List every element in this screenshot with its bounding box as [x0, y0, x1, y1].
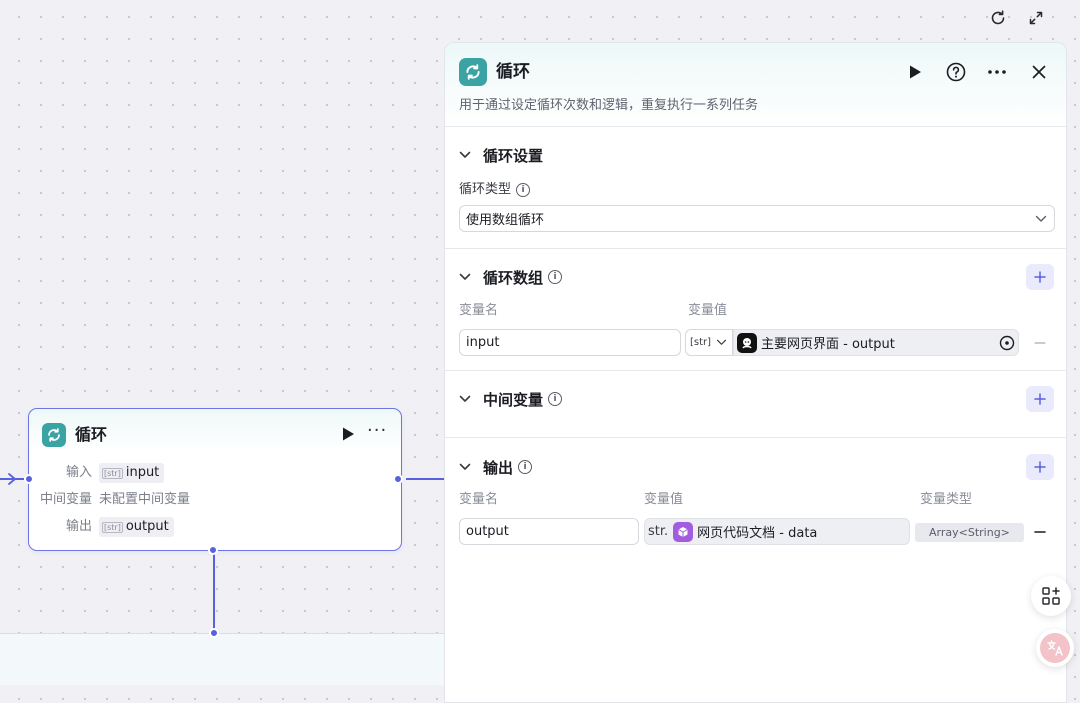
node-output-value: output — [125, 519, 169, 534]
minus-icon[interactable] — [1032, 335, 1048, 351]
loop-node[interactable]: 循环 ··· 输入 [str] input 中间变量 未配置中间变量 输出 [s… — [28, 408, 402, 551]
chevron-down-icon — [1028, 215, 1054, 223]
canvas-container-band — [0, 633, 446, 685]
panel-description: 用于通过设定循环次数和逻辑，重复执行一系列任务 — [459, 98, 759, 113]
node-middle-label: 中间变量 — [39, 492, 92, 507]
refresh-icon[interactable] — [988, 8, 1008, 28]
apps-icon[interactable] — [1031, 576, 1071, 616]
info-icon[interactable]: i — [548, 392, 563, 406]
body-start-port[interactable] — [209, 628, 219, 638]
section-loop-array: 循环数组 i 变量名 变量值 [str] 主要网页界面 - output — [445, 249, 1066, 371]
add-middle-var-button[interactable] — [1026, 386, 1054, 412]
more-icon[interactable]: ··· — [367, 420, 388, 441]
col-label-name: 变量名 — [459, 303, 499, 318]
node-input-chip: [str] input — [99, 463, 165, 483]
output-value-reference[interactable]: str. 网页代码文档 - data — [644, 518, 910, 545]
loop-body-edge — [213, 552, 215, 632]
loop-type-select[interactable]: 使用数组循环 — [459, 205, 1055, 232]
play-icon[interactable] — [904, 61, 926, 83]
section-title: 循环数组 — [483, 268, 544, 287]
node-middle-value: 未配置中间变量 — [99, 492, 191, 507]
add-array-item-button[interactable] — [1026, 264, 1054, 290]
edge-arrow-icon — [8, 473, 16, 485]
loop-icon — [459, 58, 487, 86]
plus-icon — [1034, 461, 1046, 473]
section-outputs: 输出 i 变量名 变量值 变量类型 str. 网页代码文档 - data Arr… — [445, 438, 1066, 702]
section-loop-settings: 循环设置 循环类型 i 使用数组循环 — [445, 127, 1066, 249]
chevron-down-icon — [459, 463, 473, 471]
section-outputs-header[interactable]: 输出 i — [459, 456, 533, 478]
node-input-label: 输入 — [65, 465, 92, 480]
chevron-down-icon — [459, 395, 473, 403]
array-name-input[interactable] — [459, 329, 681, 356]
outgoing-edge — [406, 478, 446, 480]
loop-type-label-wrap: 循环类型 i — [459, 181, 531, 199]
section-title: 中间变量 — [483, 390, 544, 409]
loop-type-label: 循环类型 — [459, 182, 512, 197]
add-output-button[interactable] — [1026, 454, 1054, 480]
output-value-text: 网页代码文档 - data — [697, 526, 818, 541]
array-value-text: 主要网页界面 - output — [761, 337, 895, 352]
close-icon[interactable] — [1028, 61, 1050, 83]
col-label-name: 变量名 — [459, 492, 499, 507]
type-tag: [str] — [102, 521, 123, 533]
section-title: 输出 — [483, 458, 514, 477]
col-label-type: 变量类型 — [920, 492, 973, 507]
col-label-value: 变量值 — [688, 303, 728, 318]
info-icon[interactable]: i — [518, 460, 533, 474]
node-title: 循环 — [75, 425, 108, 444]
loop-icon — [42, 423, 66, 447]
plus-icon — [1034, 271, 1046, 283]
loop-type-value: 使用数组循环 — [466, 213, 545, 228]
output-name-input[interactable] — [459, 518, 639, 545]
cube-icon — [673, 521, 694, 542]
node-input-value: input — [125, 465, 160, 480]
col-label-value: 变量值 — [644, 492, 684, 507]
panel-header: 循环 用于通过设定循环次数和逻辑，重复执行一系列任务 — [445, 43, 1066, 127]
expand-icon[interactable] — [1026, 8, 1046, 28]
type-tag: [str] — [102, 467, 123, 479]
chevron-down-icon — [459, 273, 473, 281]
node-output-chip: [str] output — [99, 517, 174, 537]
more-icon[interactable] — [986, 61, 1008, 83]
node-config-panel: 循环 用于通过设定循环次数和逻辑，重复执行一系列任务 循环设置 循环类型 i 使… — [444, 42, 1067, 703]
section-middle-vars-header[interactable]: 中间变量 i — [459, 388, 563, 410]
array-value-reference[interactable]: 主要网页界面 - output — [733, 329, 1019, 356]
node-input-port[interactable] — [24, 474, 34, 484]
play-icon[interactable] — [341, 426, 355, 446]
incoming-edge — [0, 478, 24, 480]
section-middle-vars: 中间变量 i — [445, 371, 1066, 438]
node-body-port[interactable] — [208, 545, 218, 555]
type-tag: [str] — [690, 337, 712, 348]
target-icon[interactable] — [996, 335, 1018, 351]
node-output-port[interactable] — [393, 474, 403, 484]
value-type-select[interactable]: [str] — [685, 329, 733, 356]
chevron-down-icon — [716, 339, 727, 346]
section-loop-settings-header[interactable]: 循环设置 — [459, 144, 543, 166]
minus-icon[interactable] — [1032, 524, 1048, 540]
section-title: 循环设置 — [483, 146, 544, 165]
chevron-down-icon — [459, 151, 473, 159]
output-type-badge: Array<String> — [915, 523, 1024, 542]
type-prefix: str. — [648, 524, 669, 539]
info-icon[interactable]: i — [516, 183, 531, 197]
section-loop-array-header[interactable]: 循环数组 i — [459, 266, 563, 288]
plus-icon — [1034, 393, 1046, 405]
info-icon[interactable]: i — [548, 270, 563, 284]
translate-icon[interactable] — [1036, 629, 1074, 667]
bot-icon — [737, 332, 757, 353]
help-icon[interactable] — [945, 61, 967, 83]
node-output-label: 输出 — [65, 519, 92, 534]
panel-title: 循环 — [496, 62, 530, 82]
